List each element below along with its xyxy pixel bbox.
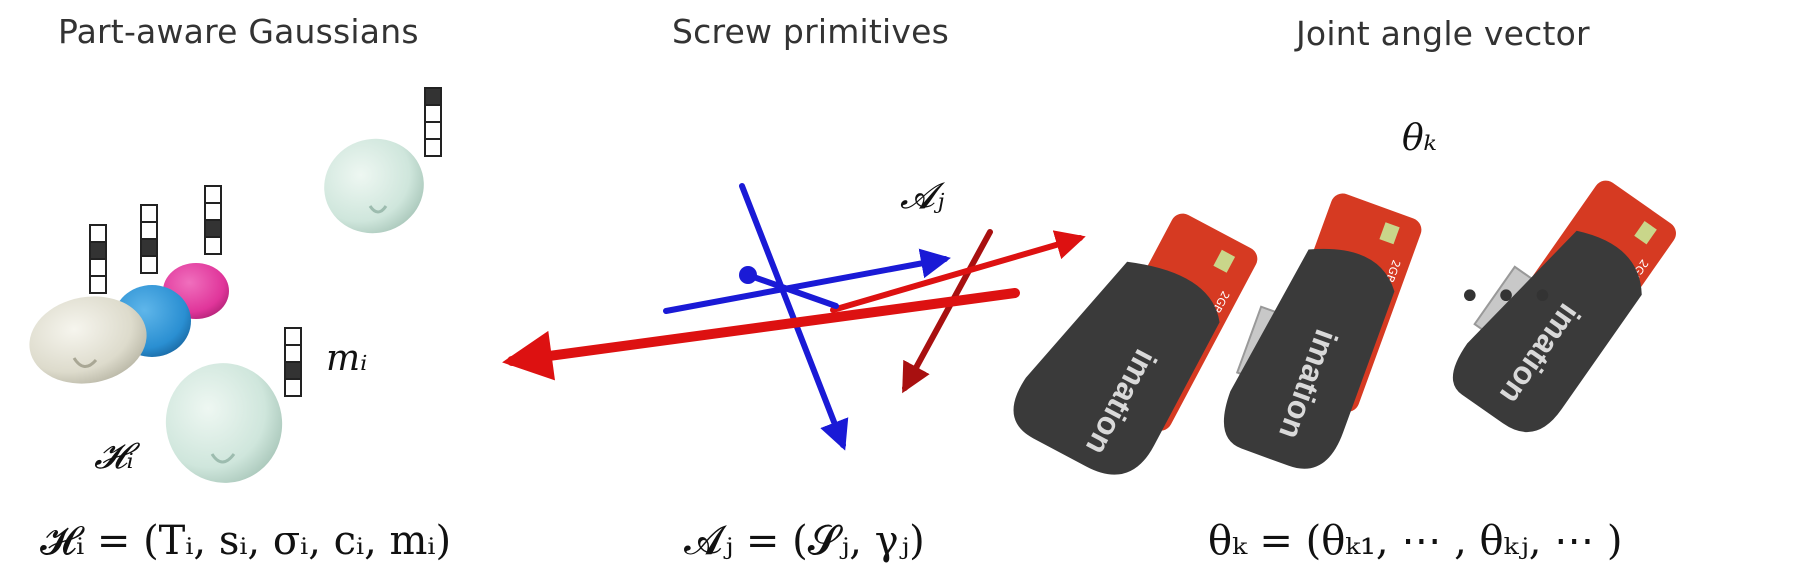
formula-joint-angle: θₖ = (θₖ₁, ⋯ , θₖⱼ, ⋯ )	[1208, 518, 1623, 564]
gaussian-beige	[29, 296, 147, 384]
symbol-screw: 𝓐ⱼ	[900, 176, 945, 217]
screw-axis-blue-horizontal	[663, 248, 951, 314]
screw-axis-blue-vertical	[739, 183, 849, 451]
screw-axis-blue-pivot	[739, 266, 757, 284]
gaussians-group	[29, 138, 424, 483]
screw-axis-red-large	[502, 288, 1020, 381]
mask-vector-1	[89, 224, 107, 294]
screw-axis-blue-short	[745, 272, 839, 309]
mask-vector-3	[204, 185, 222, 255]
formula-screw: 𝓐ⱼ = (𝓢ⱼ, γⱼ)	[684, 518, 925, 564]
screw-axis-dark-red-a	[902, 229, 993, 394]
gaussian-bottom-mint	[165, 363, 283, 483]
symbol-gaussian: 𝓗ᵢ	[94, 436, 134, 477]
panel-title-screw: Screw primitives	[672, 12, 950, 51]
usb-drive-3: 2GB imation	[1453, 180, 1676, 432]
screw-axis-red-small	[830, 230, 1086, 313]
usb-drive-1: 2GB imation	[1013, 213, 1258, 475]
symbol-joint-angle: θₖ	[1402, 118, 1437, 159]
formula-gaussian: 𝓗ᵢ = (Tᵢ, sᵢ, σᵢ, cᵢ, mᵢ)	[40, 518, 452, 564]
screw-axes-group	[502, 183, 1086, 451]
symbol-mask: mᵢ	[326, 338, 368, 379]
panel-title-gaussians: Part-aware Gaussians	[58, 12, 419, 51]
gaussian-top-mint	[324, 138, 424, 234]
mask-vector-2	[140, 204, 158, 274]
panel-title-joint: Joint angle vector	[1296, 14, 1590, 53]
usb-drive-2: 2GB imation	[1223, 193, 1422, 469]
mask-vectors	[89, 87, 442, 397]
mask-vector-5	[284, 327, 302, 397]
mask-vector-4	[424, 87, 442, 157]
ellipsis-dots: • • •	[1458, 274, 1554, 320]
